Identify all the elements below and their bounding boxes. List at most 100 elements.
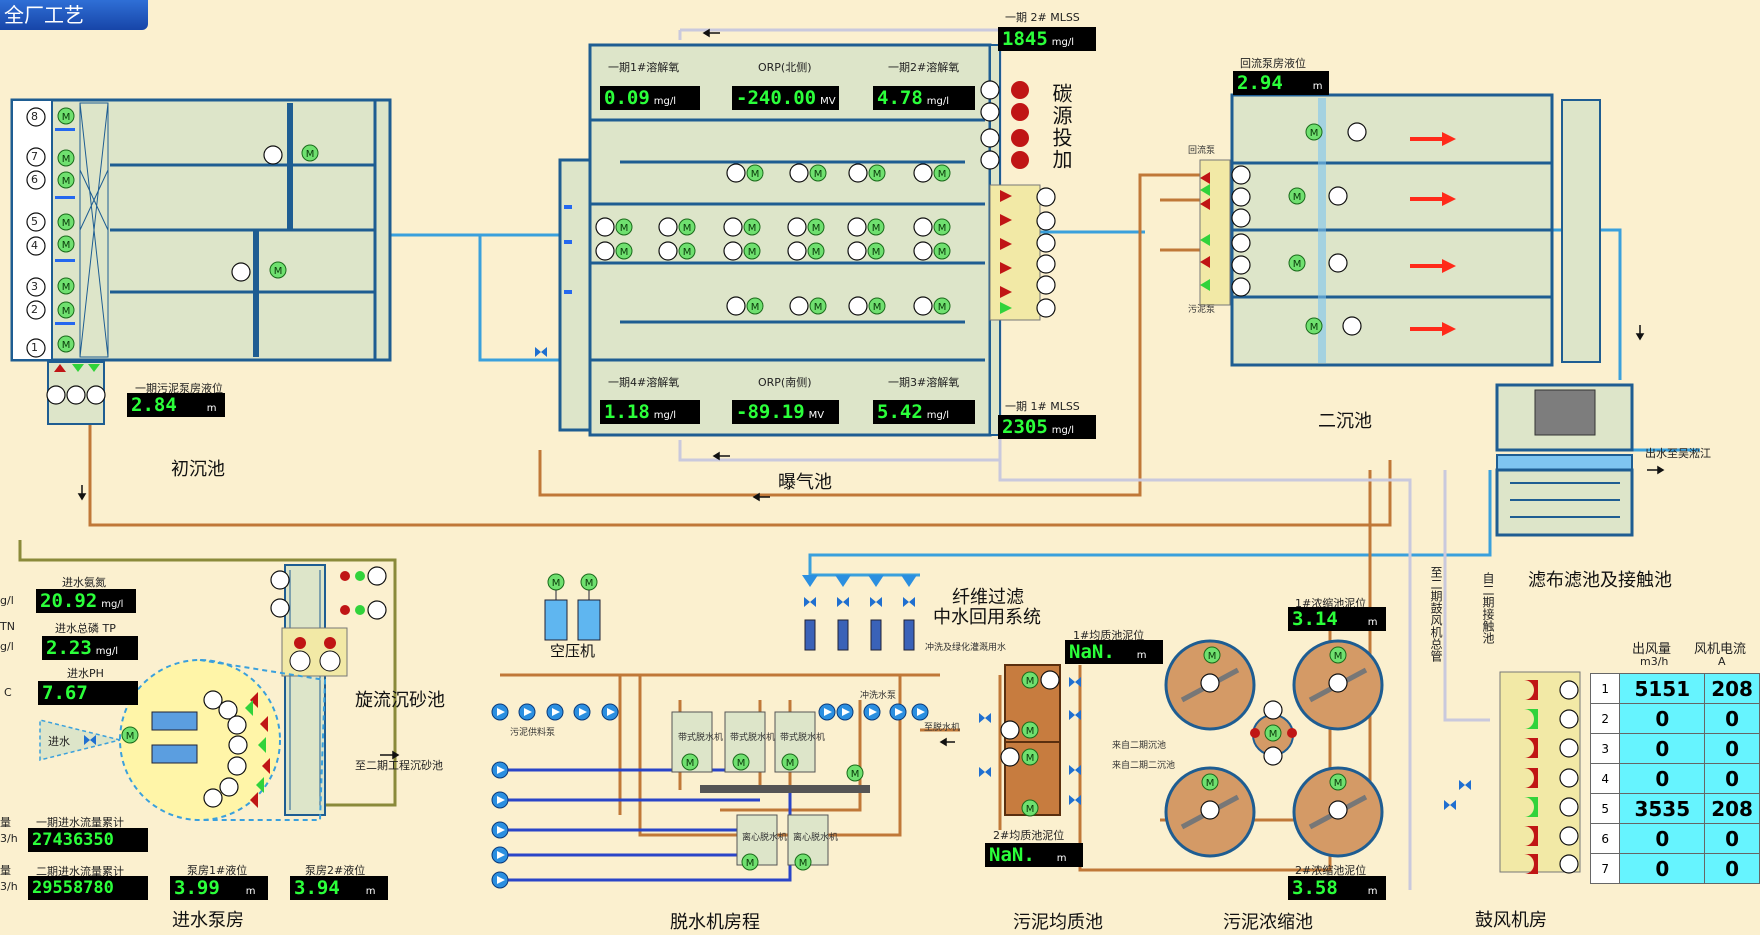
primary-unit-1: 1 bbox=[31, 341, 38, 354]
blower-id-cell: 3 bbox=[1589, 733, 1621, 764]
do2-label: 一期2#溶解氧 bbox=[888, 61, 960, 74]
blower-header-flow: 出风量 bbox=[1632, 642, 1672, 657]
blower-id-cell: 4 bbox=[1589, 763, 1621, 794]
blower-flow-cell: 0 bbox=[1619, 823, 1706, 854]
label-filter-contact: 滤布滤池及接触池 bbox=[1528, 570, 1672, 591]
mlss2-label: 一期 2# MLSS bbox=[1005, 11, 1080, 24]
label-blower-room: 鼓风机房 bbox=[1475, 910, 1547, 931]
blower-current-cell: 208 bbox=[1704, 673, 1760, 704]
pipe-air-main bbox=[680, 28, 1412, 890]
mlss1-label: 一期 1# MLSS bbox=[1005, 400, 1080, 413]
orp-north-label: ORP(北侧) bbox=[758, 61, 812, 74]
annot-from-phase2-a: 来自二期沉池 bbox=[1112, 741, 1167, 751]
primary-level-label: 一期污泥泵房液位 bbox=[135, 382, 223, 395]
return-level-label: 回流泵房液位 bbox=[1240, 57, 1306, 70]
blower-flow-cell: 0 bbox=[1619, 763, 1706, 794]
blower-flow-cell: 0 bbox=[1619, 733, 1706, 764]
label-primary-clarifier: 初沉池 bbox=[171, 459, 225, 480]
pipe-reuse bbox=[808, 470, 1492, 575]
label-sludge-thickener: 污泥浓缩池 bbox=[1223, 912, 1313, 933]
blower-current-cell: 0 bbox=[1704, 853, 1760, 884]
blower-flow-cell: 0 bbox=[1619, 703, 1706, 734]
label-dewatering-room: 脱水机房程 bbox=[670, 912, 760, 933]
cut-unit-8: 3/h bbox=[0, 880, 18, 893]
eq2-label: 2#均质池泥位 bbox=[993, 829, 1065, 842]
blower-current-cell: 0 bbox=[1704, 823, 1760, 854]
label-carbon-dosing: 碳源投加 bbox=[1049, 83, 1073, 171]
sludge-equalization-tank bbox=[979, 664, 1081, 817]
pipe-bypass bbox=[478, 235, 560, 362]
blower-current-cell: 208 bbox=[1704, 793, 1760, 824]
blower-unit-current: A bbox=[1718, 655, 1726, 668]
primary-unit-5: 5 bbox=[31, 215, 38, 228]
pool2-label: 泵房2#液位 bbox=[305, 864, 366, 877]
pool1-label: 泵房1#液位 bbox=[187, 864, 248, 877]
pipe-sludge-main bbox=[88, 375, 1392, 527]
fiber-filter bbox=[802, 575, 917, 651]
annot-reuse: 冲洗及绿化灌溉用水 bbox=[925, 643, 1007, 653]
cut-unit-7: 量 bbox=[0, 864, 11, 877]
annot-flush-pump: 冲洗水泵 bbox=[860, 691, 897, 701]
tp-label: 进水总磷 TP bbox=[55, 622, 116, 635]
annot-dewater-3: 带式脱水机 bbox=[780, 733, 826, 743]
flow2-display: 29558780 bbox=[28, 876, 148, 900]
cut-unit-2: TN bbox=[0, 620, 15, 633]
blower-id-cell: 1 bbox=[1589, 673, 1621, 704]
annot-centrifuge-2: 离心脱水机 bbox=[793, 833, 839, 843]
do1-label: 一期1#溶解氧 bbox=[608, 61, 680, 74]
influent-pump-house bbox=[39, 659, 327, 821]
primary-unit-2: 2 bbox=[31, 303, 38, 316]
label-secondary-clarifier: 二沉池 bbox=[1318, 411, 1372, 432]
blower-id-cell: 7 bbox=[1589, 853, 1621, 884]
blower-flow-cell: 0 bbox=[1619, 853, 1706, 884]
primary-unit-3: 3 bbox=[31, 280, 38, 293]
annot-return-pump: 回流泵 bbox=[1188, 146, 1216, 156]
ph-display: 7.67 bbox=[38, 681, 138, 705]
thick2-label: 2#浓缩池泥位 bbox=[1295, 864, 1367, 877]
nh3-label: 进水氨氮 bbox=[62, 576, 106, 589]
flow1-label: 一期进水流量累计 bbox=[36, 816, 124, 829]
annot-phase2-grit: 至二期工程沉砂池 bbox=[355, 759, 443, 772]
pipe-return-sludge bbox=[538, 173, 1200, 497]
annot-dewater-1: 带式脱水机 bbox=[678, 733, 724, 743]
pipe-filtrate bbox=[500, 768, 792, 882]
annot-centrifuge-1: 离心脱水机 bbox=[742, 833, 788, 843]
flow2-label: 二期进水流量累计 bbox=[36, 865, 124, 878]
blower-current-cell: 0 bbox=[1704, 763, 1760, 794]
cut-unit-3: g/l bbox=[0, 640, 14, 653]
label-sludge-equalization: 污泥均质池 bbox=[1013, 912, 1103, 933]
aeration-tank bbox=[558, 43, 1041, 437]
primary-unit-8: 8 bbox=[31, 110, 38, 123]
annot-dewater-2: 带式脱水机 bbox=[730, 733, 776, 743]
annot-waste-pump: 污泥泵 bbox=[1188, 305, 1216, 315]
dewatering-room bbox=[491, 703, 929, 889]
blower-current-cell: 0 bbox=[1704, 703, 1760, 734]
annot-from-phase2-b: 来自二期二沉池 bbox=[1112, 761, 1176, 771]
blower-id-cell: 5 bbox=[1589, 793, 1621, 824]
blower-current-cell: 0 bbox=[1704, 733, 1760, 764]
sludge-thickener bbox=[1164, 639, 1384, 858]
annot-to-dewater: 至脱水机 bbox=[924, 723, 961, 733]
screen-title[interactable]: 全厂工艺 bbox=[0, 0, 148, 30]
label-grit-chamber: 旋流沉砂池 bbox=[355, 690, 445, 711]
